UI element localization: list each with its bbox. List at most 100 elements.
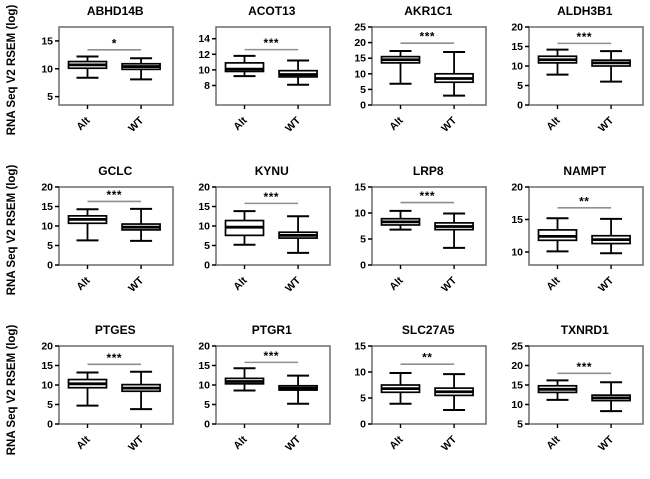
- plot-frame: [371, 185, 487, 266]
- y-tick-label: 0: [204, 259, 210, 271]
- y-tick-label: 25: [511, 341, 523, 353]
- box-group-alt: [537, 379, 578, 402]
- y-tick-label: 10: [198, 380, 210, 392]
- x-tick-label: WT: [439, 274, 459, 294]
- panel-title: PTGR1: [251, 323, 292, 338]
- box-group-wt: [277, 214, 318, 254]
- panel-title: TXNRD1: [560, 323, 609, 338]
- y-tick-label: 0: [517, 100, 523, 112]
- y-tick-label: 5: [360, 84, 366, 96]
- y-tick-label: 15: [355, 53, 367, 65]
- y-tick-label: 5: [517, 80, 523, 92]
- y-tick-label: 5: [47, 240, 53, 252]
- x-tick-label: WT: [126, 434, 146, 454]
- significance-stars: ***: [107, 351, 123, 365]
- y-tick-label: 15: [198, 360, 210, 372]
- x-tick-label: WT: [596, 434, 616, 454]
- y-tick-label: 20: [198, 181, 210, 193]
- box-group-wt: [434, 50, 475, 97]
- significance-stars: ***: [420, 30, 436, 44]
- x-tick-label: WT: [283, 114, 303, 134]
- y-tick-label: 20: [511, 360, 523, 372]
- significance-stars: *: [112, 36, 117, 50]
- box-group-wt: [590, 217, 631, 254]
- y-axis-label-wrap: RNA Seq V2 RSEM (log): [0, 160, 24, 320]
- iqr-box: [224, 62, 265, 73]
- panel-title: ALDH3B1: [557, 4, 613, 18]
- y-tick-label: 0: [47, 259, 53, 271]
- box-group-alt: [380, 372, 421, 406]
- y-tick-label: 5: [47, 399, 53, 411]
- box-group-wt: [121, 57, 162, 81]
- plot-frame: [528, 185, 644, 266]
- y-tick-label: 0: [204, 419, 210, 431]
- y-tick-label: 15: [355, 181, 367, 193]
- panel-title: ACOT13: [248, 4, 296, 18]
- y-tick-label: 20: [198, 341, 210, 353]
- y-tick-label: 15: [511, 41, 523, 53]
- y-tick-label: 10: [511, 246, 523, 258]
- x-tick-label: Alt: [231, 274, 250, 293]
- significance-stars: **: [422, 351, 432, 365]
- x-tick-label: Alt: [74, 434, 93, 453]
- y-axis-label-wrap: RNA Seq V2 RSEM (log): [0, 319, 24, 479]
- y-tick-label: 20: [355, 37, 367, 49]
- y-tick-label: 15: [198, 201, 210, 213]
- x-tick-label: WT: [596, 114, 616, 134]
- x-tick-label: Alt: [387, 114, 406, 133]
- panel-title: SLC27A5: [401, 323, 455, 338]
- x-tick-label: WT: [596, 274, 616, 294]
- y-tick-label: 25: [355, 22, 367, 34]
- plot-frame: [371, 26, 487, 106]
- x-tick-label: WT: [283, 434, 303, 454]
- x-tick-label: Alt: [387, 434, 406, 453]
- y-axis-label: RNA Seq V2 RSEM (log): [6, 4, 18, 136]
- x-tick-label: Alt: [74, 274, 93, 293]
- x-tick-label: Alt: [387, 274, 406, 293]
- x-tick-label: WT: [439, 114, 459, 134]
- significance-stars: ***: [263, 36, 279, 50]
- y-axis-label: RNA Seq V2 RSEM (log): [6, 324, 18, 455]
- panel-title: LRP8: [412, 163, 444, 178]
- box-group-alt: [67, 55, 108, 79]
- y-tick-label: 5: [360, 233, 366, 245]
- x-tick-label: WT: [283, 274, 303, 294]
- y-tick-label: 10: [42, 380, 54, 392]
- y-tick-label: 10: [355, 207, 367, 219]
- y-tick-label: 15: [511, 214, 523, 226]
- box-group-alt: [380, 50, 421, 85]
- y-tick-label: 10: [42, 220, 54, 232]
- box-group-wt: [590, 50, 631, 83]
- y-tick-label: 10: [355, 68, 367, 80]
- y-tick-label: 10: [511, 61, 523, 73]
- y-tick-label: 20: [511, 22, 523, 34]
- box-group-alt: [224, 54, 265, 78]
- significance-stars: ***: [420, 189, 436, 203]
- y-tick-label: 0: [360, 419, 366, 431]
- panel-title: NAMPT: [563, 163, 607, 178]
- significance-stars: ***: [263, 349, 279, 363]
- y-tick-label: 20: [42, 181, 54, 193]
- y-tick-label: 0: [360, 100, 366, 112]
